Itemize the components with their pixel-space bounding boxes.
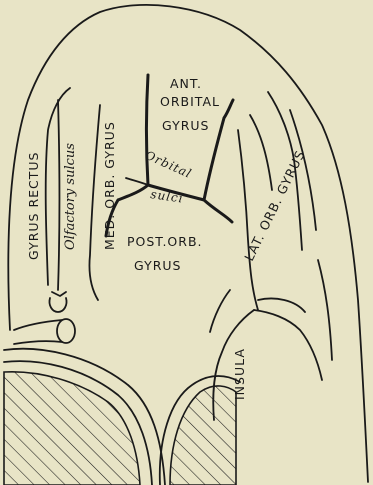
label-olfactory-sulcus: Olfactory sulcus — [63, 143, 78, 250]
medial-sulcus — [89, 105, 100, 300]
olfactory-tract — [58, 100, 60, 290]
label-post-orb: POST.ORB. — [127, 234, 203, 249]
label-gyrus-rectus: GYRUS RECTUS — [26, 152, 41, 260]
label-gyrus-2: GYRUS — [134, 258, 181, 273]
label-orbital: ORBITAL — [160, 94, 220, 109]
label-ant: ANT. — [170, 76, 202, 91]
label-sulci: sulci — [150, 187, 185, 205]
label-gyrus-1: GYRUS — [162, 118, 209, 133]
lateral-sulcus — [238, 130, 258, 310]
label-med-orb-gyrus: MED. ORB. GYRUS — [102, 121, 117, 250]
label-insula: INSULA — [232, 348, 247, 400]
cut-stalk — [14, 320, 62, 330]
hatched-section-right — [170, 386, 236, 485]
hatched-section-left — [4, 372, 140, 485]
label-orbital-italic: Orbital — [143, 148, 194, 181]
